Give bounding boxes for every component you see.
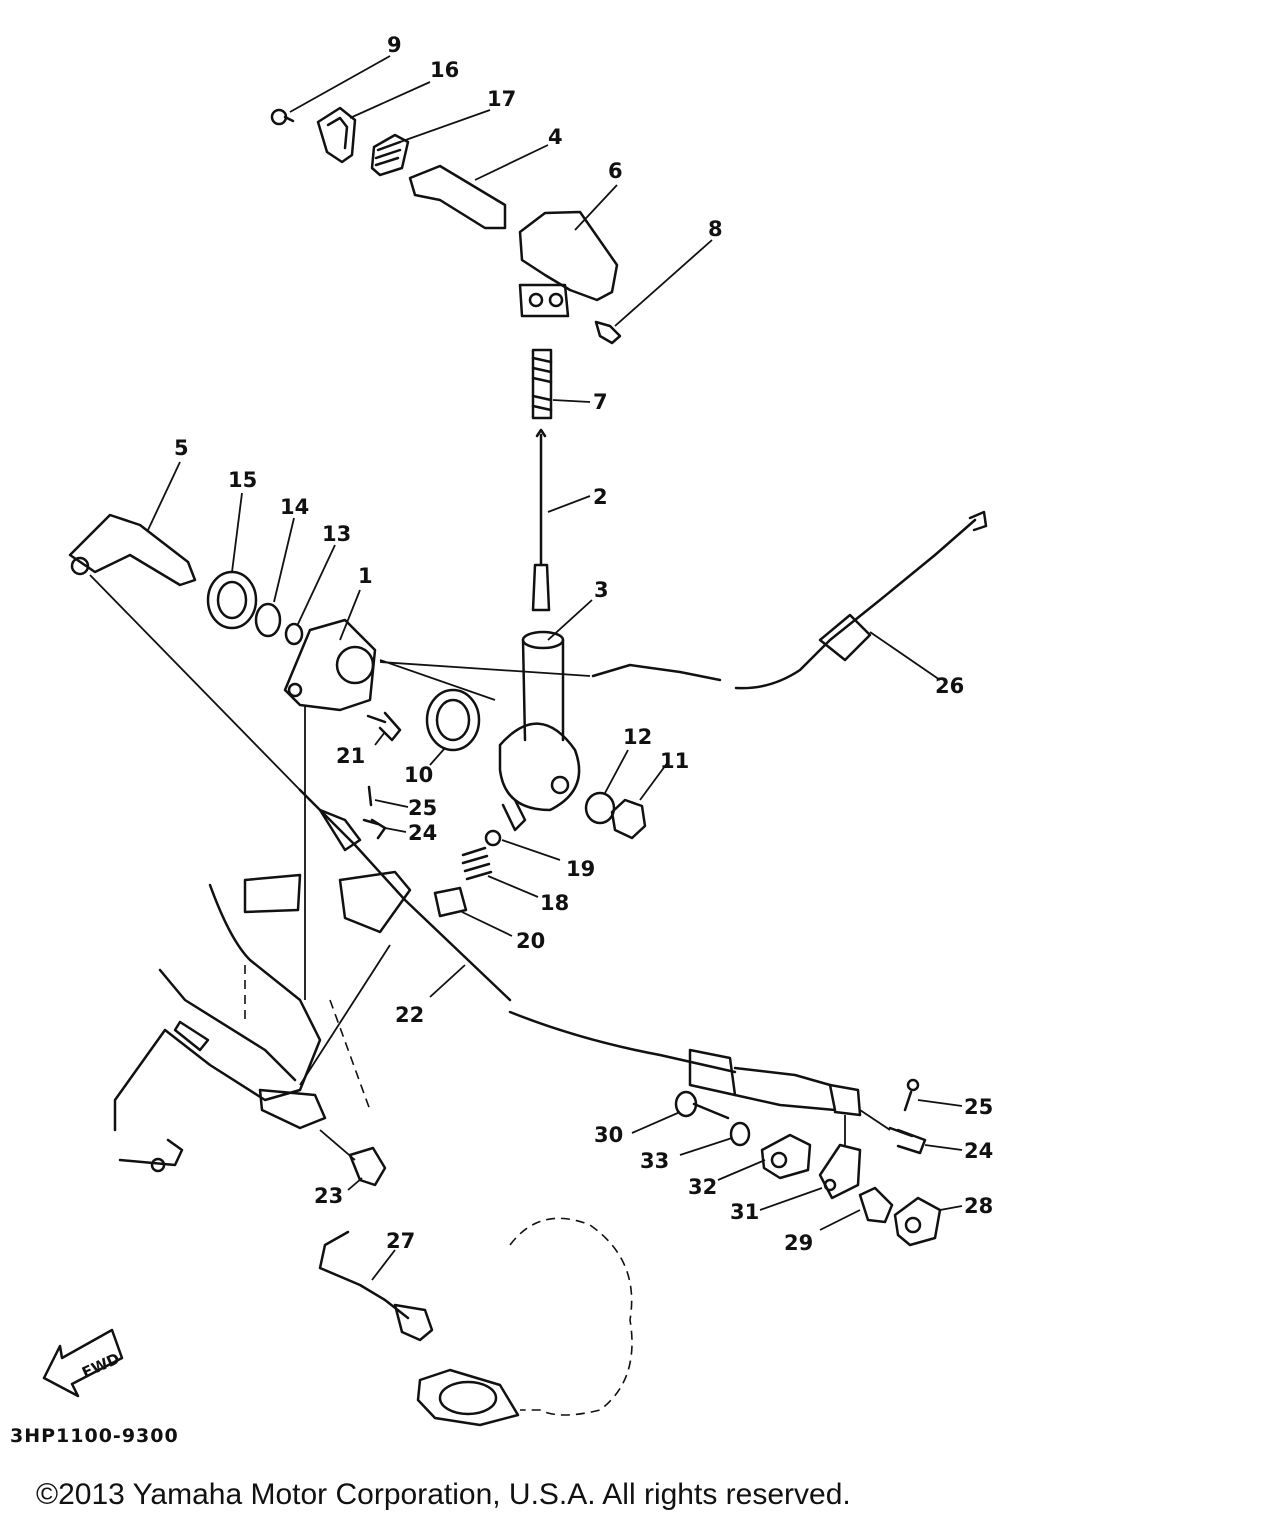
plate-31 bbox=[818, 1143, 862, 1200]
fwd-label: FWD bbox=[79, 1349, 122, 1381]
pin-24-right bbox=[888, 1126, 927, 1155]
part-label: 26 bbox=[935, 674, 964, 698]
nut-11 bbox=[610, 798, 647, 840]
part-label: 24 bbox=[964, 1139, 993, 1163]
bracket-1 bbox=[283, 618, 377, 712]
part-label: 3 bbox=[594, 578, 609, 602]
part-label: 19 bbox=[566, 857, 595, 881]
bushing-15 bbox=[206, 570, 258, 630]
part-label: 21 bbox=[336, 744, 365, 768]
rod-22 bbox=[298, 788, 512, 1002]
gearcase bbox=[416, 1217, 633, 1427]
part-label: 28 bbox=[964, 1194, 993, 1218]
handle-6 bbox=[518, 210, 619, 318]
pin-24-left bbox=[362, 818, 387, 840]
part-label: 25 bbox=[964, 1095, 993, 1119]
lever-4 bbox=[408, 164, 507, 230]
part-label: 8 bbox=[708, 217, 723, 241]
bracket-28 bbox=[893, 1196, 942, 1247]
part-label: 22 bbox=[395, 1003, 424, 1027]
bolt-23 bbox=[348, 1146, 387, 1187]
hose-27 bbox=[318, 1230, 434, 1342]
part-label: 20 bbox=[516, 929, 545, 953]
part-label: 15 bbox=[228, 468, 257, 492]
washer-14 bbox=[254, 602, 282, 638]
part-label: 23 bbox=[314, 1184, 343, 1208]
copyright-notice: ©2013 Yamaha Motor Corporation, U.S.A. A… bbox=[36, 1478, 851, 1511]
part-label: 30 bbox=[594, 1123, 623, 1147]
shaft-3 bbox=[498, 630, 581, 832]
lever-32 bbox=[760, 1133, 812, 1180]
part-label: 10 bbox=[404, 763, 433, 787]
part-label: 32 bbox=[688, 1175, 717, 1199]
frame-outline bbox=[113, 873, 327, 1173]
leader-lines bbox=[147, 55, 963, 1281]
part-label: 17 bbox=[487, 87, 516, 111]
part-label: 33 bbox=[640, 1149, 669, 1173]
cable-22 bbox=[508, 1010, 862, 1117]
connector-lines bbox=[89, 574, 891, 1161]
spring-7 bbox=[531, 348, 553, 420]
collar-29 bbox=[858, 1186, 894, 1224]
seal-10 bbox=[425, 688, 481, 752]
bolt-21 bbox=[366, 711, 402, 742]
switch-17 bbox=[370, 133, 410, 177]
screw-8 bbox=[594, 320, 622, 345]
cable-26 bbox=[591, 510, 988, 690]
part-label: 12 bbox=[623, 725, 652, 749]
bolt-30 bbox=[674, 1090, 730, 1120]
part-label: 1 bbox=[358, 564, 373, 588]
lever-5 bbox=[68, 513, 197, 587]
rod-2 bbox=[531, 428, 551, 612]
parts-diagram: 9 16 17 4 6 8 7 2 3 5 15 14 13 1 26 12 1… bbox=[42, 33, 993, 1427]
part-label: 7 bbox=[593, 390, 608, 414]
spring-18 bbox=[461, 846, 493, 881]
pin-25-left bbox=[367, 785, 373, 807]
part-label: 5 bbox=[174, 436, 189, 460]
bolt-9 bbox=[270, 108, 295, 126]
part-labels: 9 16 17 4 6 8 7 2 3 5 15 14 13 1 26 12 1… bbox=[174, 33, 993, 1255]
washer-12 bbox=[584, 791, 616, 825]
part-label: 13 bbox=[322, 522, 351, 546]
part-label: 27 bbox=[386, 1229, 415, 1253]
o-ring-13 bbox=[284, 622, 304, 646]
ball-19 bbox=[484, 829, 502, 847]
part-label: 14 bbox=[280, 495, 309, 519]
washer-33 bbox=[729, 1121, 751, 1147]
part-label: 24 bbox=[408, 821, 437, 845]
part-label: 11 bbox=[660, 749, 689, 773]
fwd-arrow-icon: FWD bbox=[42, 1328, 124, 1398]
part-label: 9 bbox=[387, 33, 402, 57]
pin-25-right bbox=[903, 1078, 920, 1112]
cap-20 bbox=[433, 886, 468, 918]
part-label: 18 bbox=[540, 891, 569, 915]
part-label: 16 bbox=[430, 58, 459, 82]
part-label: 2 bbox=[593, 485, 608, 509]
part-label: 29 bbox=[784, 1231, 813, 1255]
part-label: 31 bbox=[730, 1200, 759, 1224]
part-label: 4 bbox=[548, 125, 563, 149]
drawing-code: 3HP1100-9300 bbox=[10, 1425, 179, 1447]
part-label: 25 bbox=[408, 796, 437, 820]
part-label: 6 bbox=[608, 159, 623, 183]
cover-16 bbox=[316, 106, 357, 164]
